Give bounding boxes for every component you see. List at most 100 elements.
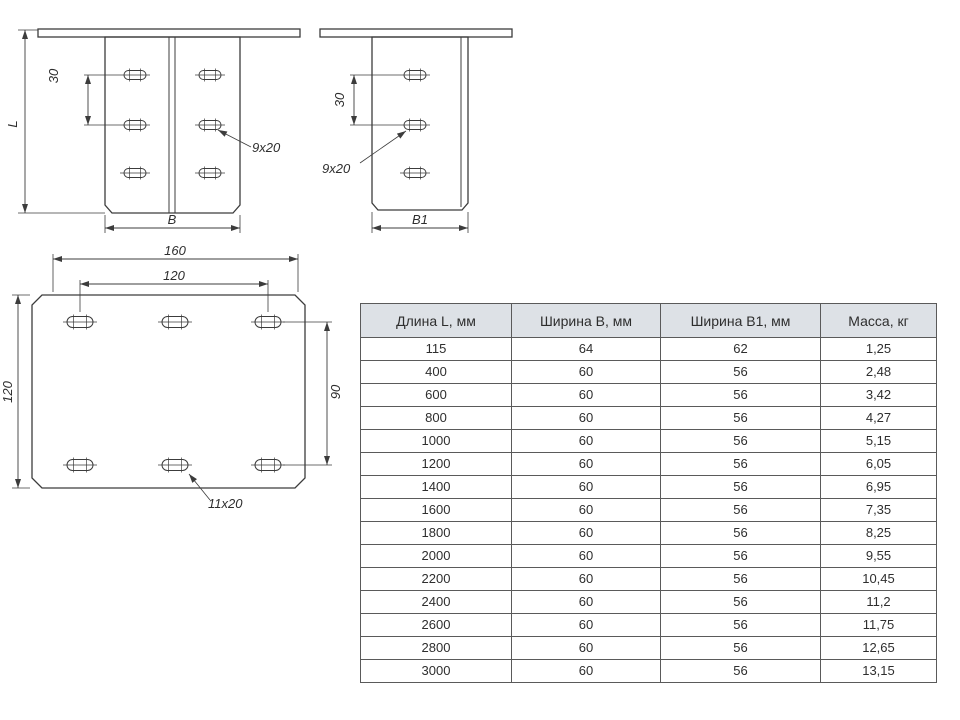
table-cell: 60 — [511, 544, 661, 568]
table-cell: 800 — [360, 406, 512, 430]
table-cell: 5,15 — [820, 429, 937, 453]
table-cell: 60 — [511, 475, 661, 499]
table-cell: 60 — [511, 360, 661, 384]
dim-120-vertical-label: 120 — [0, 380, 15, 402]
table-cell: 56 — [660, 590, 821, 614]
table-cell: 2800 — [360, 636, 512, 660]
table-cell: 56 — [660, 498, 821, 522]
slotted-hole — [250, 314, 286, 330]
slotted-hole — [62, 314, 98, 330]
slotted-hole — [157, 314, 193, 330]
front-view-drawing: 30 L B 9x20 — [5, 28, 301, 233]
slotted-hole — [399, 68, 431, 82]
dimension-hole-height-90: 90 — [283, 321, 343, 466]
table-cell: 11,2 — [820, 590, 937, 614]
dim-L-label: L — [5, 120, 20, 127]
table-cell: 60 — [511, 636, 661, 660]
table-cell: 60 — [511, 452, 661, 476]
dim-160-label: 160 — [164, 243, 186, 258]
dimension-outer-width-160: 160 — [52, 243, 299, 292]
table-cell: 56 — [660, 521, 821, 545]
side-view-holes — [399, 68, 431, 180]
slotted-hole — [250, 457, 286, 473]
table-cell: 6,95 — [820, 475, 937, 499]
table-cell: 60 — [511, 590, 661, 614]
dim-120-horizontal-label: 120 — [163, 268, 185, 283]
table-header-cell: Ширина B, мм — [511, 303, 661, 338]
table-header-cell: Ширина B1, мм — [660, 303, 821, 338]
table-cell: 2200 — [360, 567, 512, 591]
table-cell: 60 — [511, 429, 661, 453]
hole-callout-9x20: 9x20 — [322, 130, 407, 176]
dim-30-label: 30 — [46, 68, 61, 83]
front-view-holes — [119, 68, 226, 180]
table-cell: 60 — [511, 498, 661, 522]
table-cell: 4,27 — [820, 406, 937, 430]
slotted-hole — [119, 68, 151, 82]
table-header-cell: Длина L, мм — [360, 303, 512, 338]
table-cell: 2400 — [360, 590, 512, 614]
dimension-outer-height-120: 120 — [0, 294, 30, 489]
hole-callout-11x20: 11x20 — [188, 473, 243, 511]
table-cell: 6,05 — [820, 452, 937, 476]
table-cell: 60 — [511, 613, 661, 637]
dimension-hole-spacing: 30 — [332, 74, 400, 126]
dimension-length: L — [5, 29, 105, 214]
table-cell: 115 — [360, 337, 512, 361]
table-cell: 1200 — [360, 452, 512, 476]
slotted-hole — [399, 118, 431, 132]
table-cell: 60 — [511, 567, 661, 591]
slotted-hole — [399, 166, 431, 180]
table-cell: 12,65 — [820, 636, 937, 660]
front-view-outline — [37, 28, 301, 214]
dimension-width-B1: B1 — [371, 212, 469, 233]
table-cell: 400 — [360, 360, 512, 384]
table-cell: 56 — [660, 429, 821, 453]
plate-holes — [62, 314, 286, 473]
table-cell: 56 — [660, 659, 821, 683]
table-cell: 56 — [660, 475, 821, 499]
slotted-hole — [157, 457, 193, 473]
table-cell: 1,25 — [820, 337, 937, 361]
dim-30-label: 30 — [332, 92, 347, 107]
slotted-hole — [194, 118, 226, 132]
table-cell: 60 — [511, 383, 661, 407]
side-view-drawing: 30 9x20 B1 — [319, 28, 513, 233]
table-cell: 9,55 — [820, 544, 937, 568]
table-cell: 2,48 — [820, 360, 937, 384]
hole-label-11x20: 11x20 — [208, 496, 243, 511]
table-cell: 3000 — [360, 659, 512, 683]
table-cell: 60 — [511, 659, 661, 683]
table-header-cell: Масса, кг — [820, 303, 937, 338]
table-cell: 1400 — [360, 475, 512, 499]
slotted-hole — [194, 68, 226, 82]
table-cell: 1000 — [360, 429, 512, 453]
side-view-outline — [319, 28, 513, 211]
table-cell: 56 — [660, 360, 821, 384]
plate-top-view-drawing: 160 120 120 90 11x20 — [0, 243, 343, 511]
slotted-hole — [119, 166, 151, 180]
table-cell: 1800 — [360, 521, 512, 545]
table-cell: 1600 — [360, 498, 512, 522]
table-cell: 56 — [660, 406, 821, 430]
slotted-hole — [119, 118, 151, 132]
